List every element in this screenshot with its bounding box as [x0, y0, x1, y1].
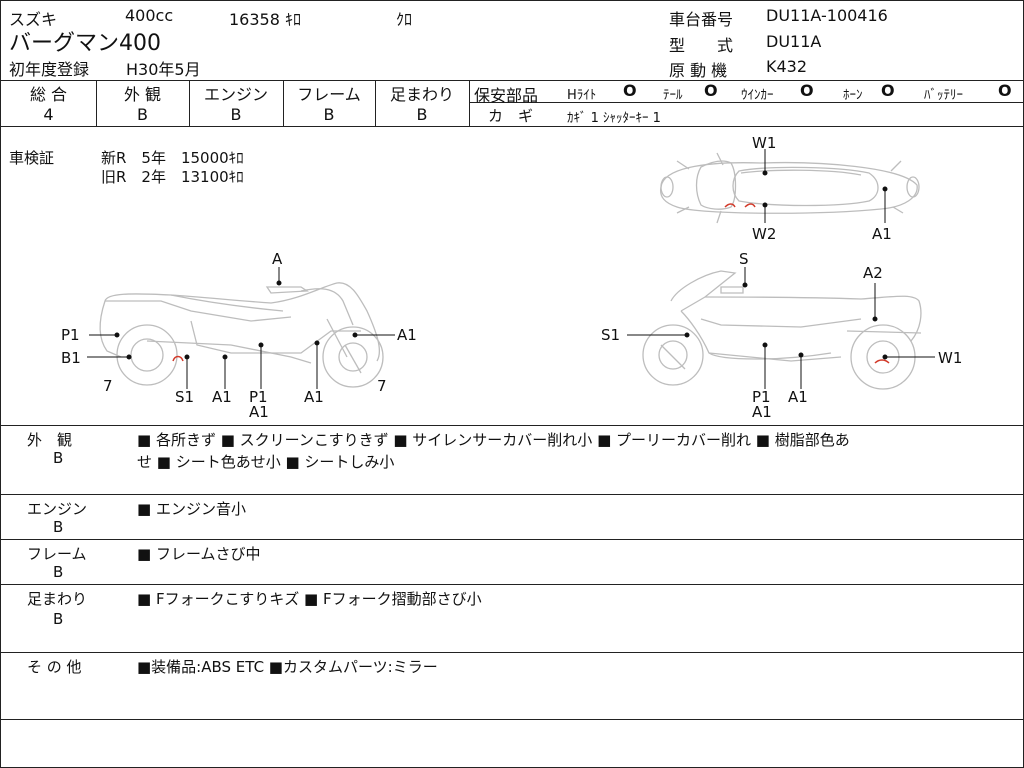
maker: スズキ [9, 10, 58, 29]
score-frame: フレーム B [283, 81, 375, 124]
safety-status: O [800, 81, 814, 100]
diagram-label: A1 [872, 225, 892, 243]
remarks-category: 外 観 [27, 431, 73, 449]
safety-item-battery: ﾊﾞｯﾃﾘｰ [924, 88, 963, 103]
diagram-label: A1 [752, 403, 772, 421]
model-name: バーグマン400 [9, 31, 161, 56]
left-view-scooter [99, 282, 384, 388]
right-view-scooter [642, 270, 922, 390]
score-label: 外 観 [123, 85, 162, 104]
inspection-label: 車検証 [9, 149, 55, 167]
top-view-scooter [659, 152, 920, 224]
remarks-grade: B [53, 518, 64, 536]
diagram-label: A1 [212, 388, 232, 406]
remarks-text: ■ エンジン音小 [137, 500, 246, 518]
diagram-label: 7 [377, 377, 387, 395]
safety-status: O [704, 81, 718, 100]
remarks-category: フレーム [27, 545, 87, 563]
diagram-label: P1 [61, 326, 80, 344]
diagram-label: 7 [103, 377, 113, 395]
remarks-row-suspension: 足まわり B ■ Fフォークこすりキズ ■ Fフォーク摺動部さび小 [1, 584, 1023, 652]
remarks-row-engine: エンジン B ■ エンジン音小 [1, 494, 1023, 539]
score-value: B [416, 105, 428, 124]
remarks-text: せ ■ シート色あせ小 ■ シートしみ小 [137, 453, 395, 471]
remarks-grade: B [53, 449, 64, 467]
score-value: B [137, 105, 148, 124]
remarks-row-exterior: 外 観 B ■ 各所きず ■ スクリーンこすりきず ■ サイレンサーカバー削れ小… [1, 425, 1023, 494]
safety-parts-label: 保安部品 [474, 86, 539, 105]
inspection-old: 旧R 2年 13100ｷﾛ [101, 168, 244, 186]
remarks-category: 足まわり [27, 590, 88, 608]
diagram-label: S1 [175, 388, 194, 406]
diagram-label: B1 [61, 349, 81, 367]
safety-item-winker: ｳｲﾝｶｰ [741, 88, 774, 103]
chassis-value: DU11A-100416 [766, 6, 888, 25]
score-exterior: 外 観 B [96, 81, 189, 124]
remarks-grade: B [53, 563, 64, 581]
diagram-label: S [739, 250, 749, 268]
safety-item-tail: ﾃｰﾙ [663, 88, 683, 103]
remarks-text: ■ フレームさび中 [137, 545, 261, 563]
diagram-label: P1 [752, 388, 771, 406]
remarks-text: ■装備品:ABS ETC ■カスタムパーツ:ミラー [137, 658, 438, 676]
model-code-label: 型 式 [669, 36, 734, 55]
score-engine: エンジン B [189, 81, 283, 124]
diagram-label: A2 [863, 264, 883, 282]
remarks-text: ■ 各所きず ■ スクリーンこすりきず ■ サイレンサーカバー削れ小 ■ プーリ… [137, 431, 850, 449]
score-label: エンジン [203, 85, 268, 104]
diagram-label: A1 [304, 388, 324, 406]
safety-item-headlight: Hﾗｲﾄ [567, 88, 597, 103]
score-label: 足まわり [389, 85, 454, 104]
score-value: B [323, 105, 335, 124]
diagram-label: P1 [249, 388, 268, 406]
first-registration-value: H30年5月 [126, 60, 201, 79]
remarks-category: エンジン [27, 500, 88, 518]
score-overall: 総 合 4 [1, 81, 96, 124]
model-code-value: DU11A [766, 32, 822, 51]
score-suspension: 足まわり B [375, 81, 469, 124]
diagram-label: A [272, 250, 283, 268]
score-value: B [230, 105, 242, 124]
score-label: フレーム [297, 85, 361, 104]
diagram-label: A1 [788, 388, 808, 406]
safety-status: O [998, 81, 1012, 100]
inspection-new: 新R 5年 15000ｷﾛ [101, 149, 244, 167]
remarks-grade: B [53, 610, 64, 628]
score-value: 4 [43, 105, 54, 124]
remarks-row-other: そ の 他 ■装備品:ABS ETC ■カスタムパーツ:ミラー [1, 652, 1023, 719]
first-registration-label: 初年度登録 [9, 60, 90, 79]
displacement: 400cc [125, 6, 174, 25]
diagram-label: W1 [938, 349, 962, 367]
color: ｸﾛ [396, 10, 413, 29]
key-label: カ ギ [488, 107, 534, 125]
remarks-row-frame: フレーム B ■ フレームさび中 [1, 539, 1023, 584]
diagram-label: W2 [752, 225, 776, 243]
diagram-label: S1 [601, 326, 620, 344]
diagram-label: W1 [752, 134, 776, 152]
safety-status: O [881, 81, 895, 100]
diagram-label: A1 [249, 403, 269, 421]
safety-item-horn: ﾎｰﾝ [843, 88, 863, 103]
engine-model-label: 原 動 機 [669, 61, 728, 80]
chassis-label: 車台番号 [669, 10, 734, 29]
mileage: 16358 ｷﾛ [229, 10, 301, 29]
remarks-category: そ の 他 [27, 658, 82, 676]
damage-diagram: W1 W2 A1 A P1 B1 A1 7 7 S1 A1 P1 A1 A1 S… [61, 134, 962, 421]
diagram-label: A1 [397, 326, 417, 344]
remarks-text: ■ Fフォークこすりキズ ■ Fフォーク摺動部さび小 [137, 590, 482, 608]
safety-status: O [623, 81, 637, 100]
key-value: ｶｷﾞ 1 ｼｬｯﾀｰｷｰ 1 [567, 111, 661, 126]
score-label: 総 合 [29, 85, 68, 104]
engine-model-value: K432 [766, 57, 808, 76]
